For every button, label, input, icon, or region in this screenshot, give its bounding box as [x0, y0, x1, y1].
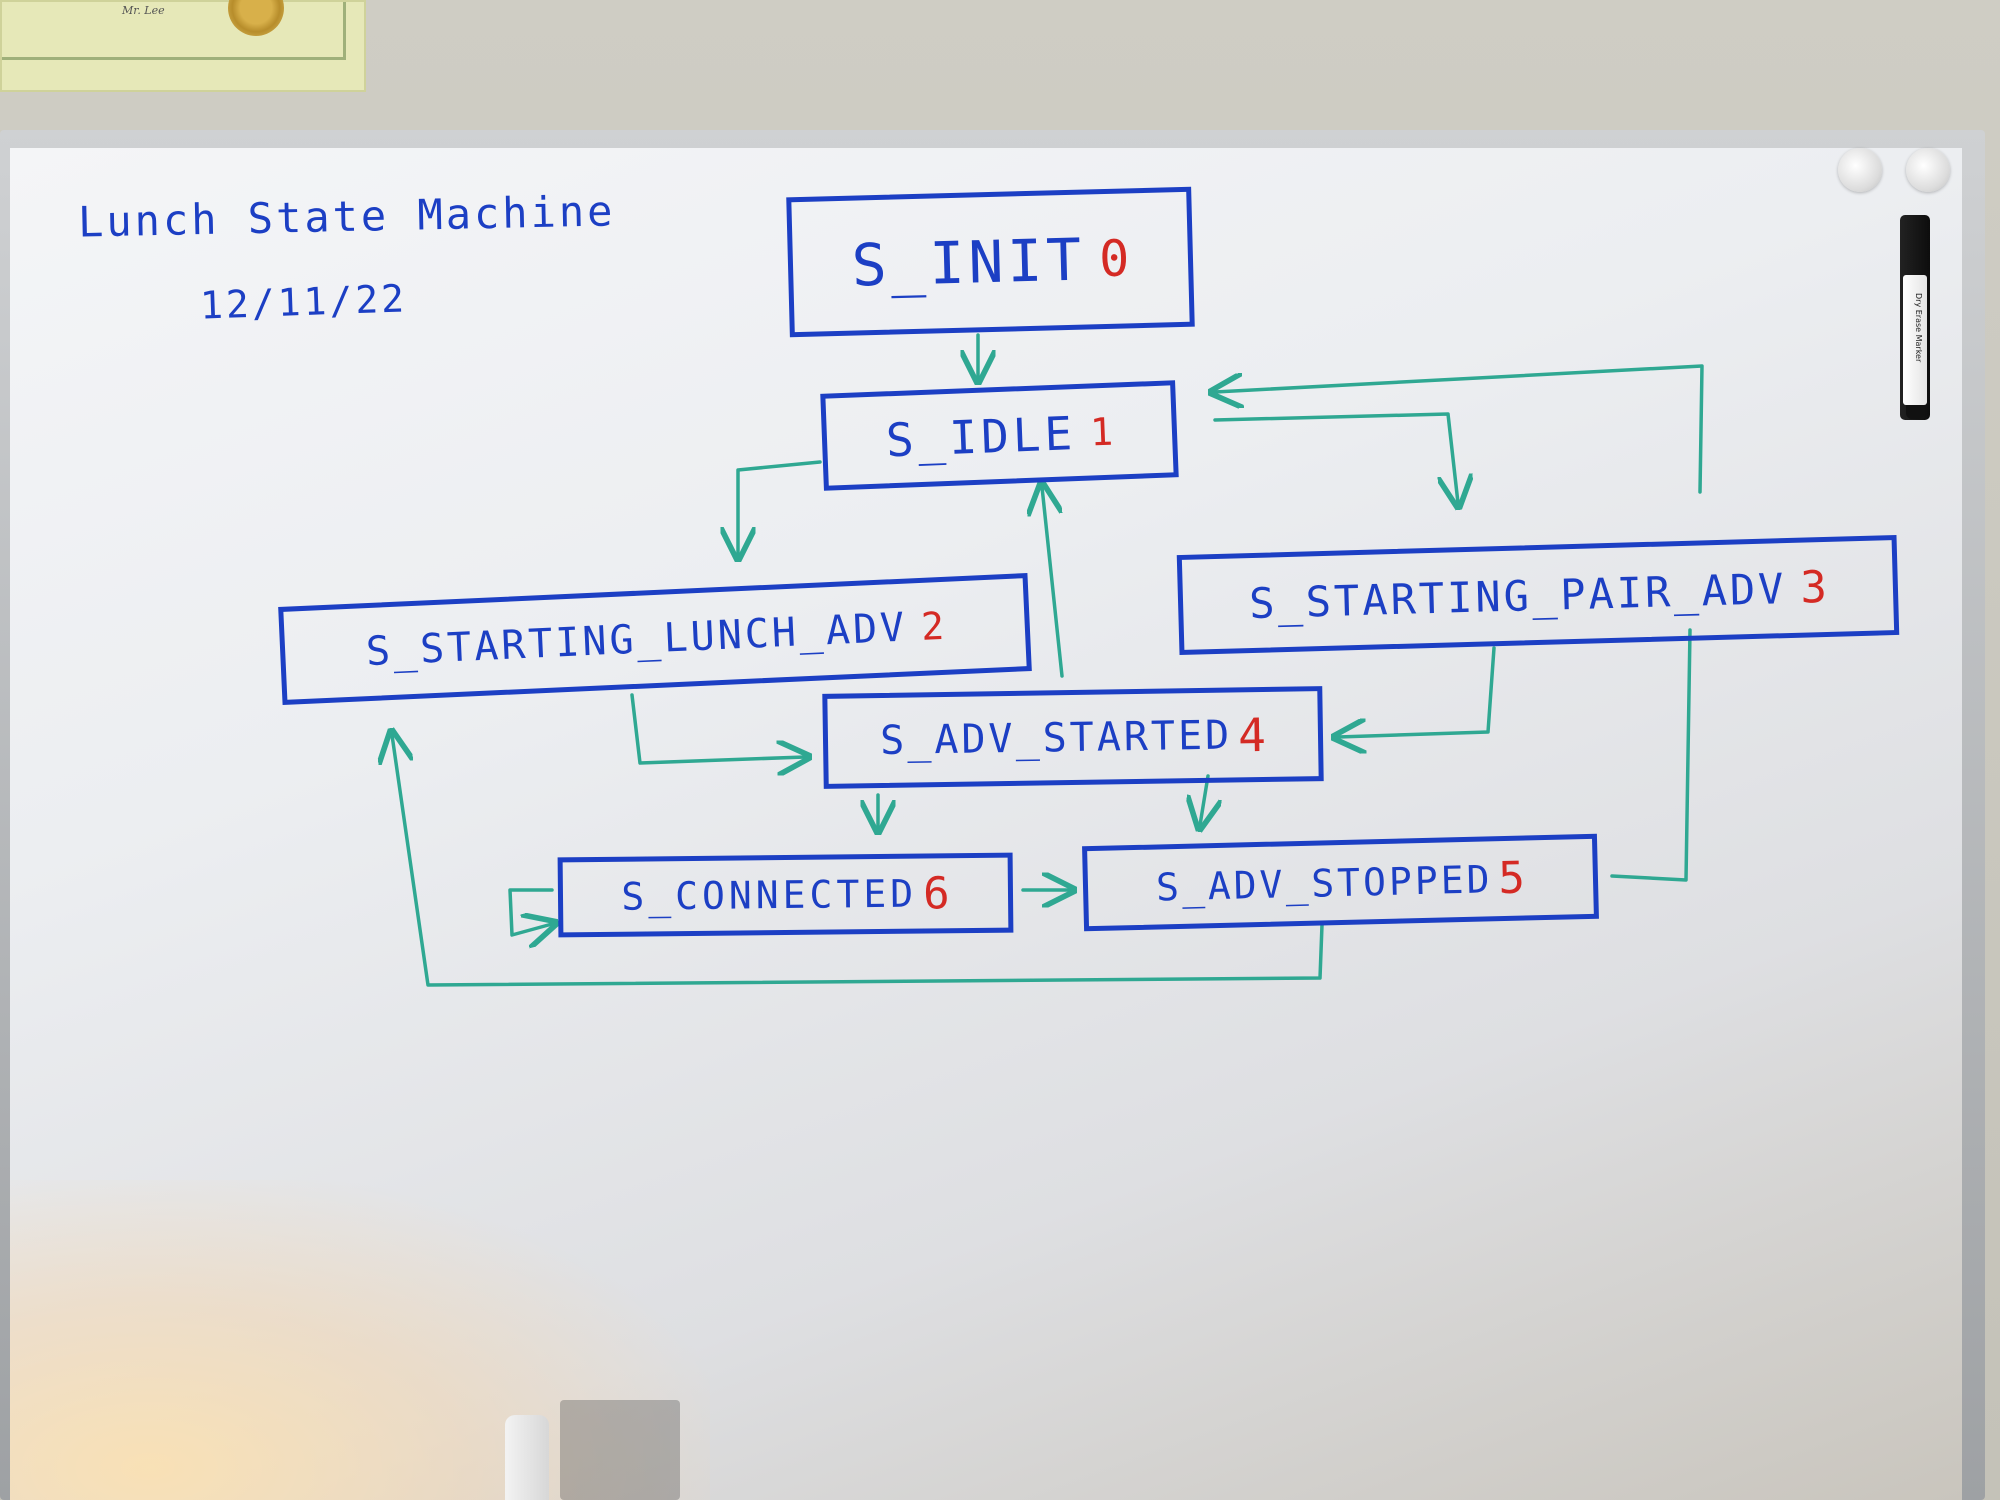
arrow-idle-to-lunch-adv [738, 460, 822, 555]
arrow-connected-self-loop [508, 888, 552, 935]
spray-bottle [505, 1415, 549, 1500]
magnet-icon [1906, 148, 1950, 192]
state-adv-stopped-number: 5 [1497, 852, 1526, 905]
state-adv-started-number: 4 [1237, 707, 1267, 762]
state-init: S_INIT 0 [786, 186, 1195, 338]
state-connected-label: S_CONNECTED [621, 871, 918, 919]
lamp-glow [10, 1180, 710, 1500]
state-idle-label: S_IDLE [885, 405, 1078, 467]
arrow-adv-stopped-to-lunch-adv [392, 735, 1324, 987]
marker-cap-icon [1906, 405, 1924, 419]
state-lunch-adv-label: S_STARTING_LUNCH_ADV [364, 604, 909, 676]
state-init-label: S_INIT [850, 225, 1087, 300]
marker-body: Dry Erase Marker [1903, 275, 1927, 405]
magnet-icon [1838, 148, 1882, 192]
state-starting-pair-adv: S_STARTING_PAIR_ADV 3 [1176, 534, 1900, 656]
state-idle: S_IDLE 1 [820, 380, 1179, 491]
state-adv-stopped: S_ADV_STOPPED 5 [1082, 833, 1599, 932]
state-adv-stopped-label: S_ADV_STOPPED [1155, 856, 1493, 910]
dry-erase-marker: Dry Erase Marker [1900, 215, 1930, 420]
arrow-adv-started-to-idle [1042, 487, 1064, 678]
state-pair-adv-number: 3 [1799, 561, 1828, 614]
arrow-pair-adv-to-idle [1215, 364, 1704, 494]
arrow-pair-adv-to-adv-started [1338, 646, 1496, 737]
certificate-border [2, 2, 346, 60]
arrow-pair-adv-to-adv-stopped [1610, 628, 1692, 882]
certificate-name: Mr. Lee [122, 4, 165, 17]
arrow-adv-started-to-adv-stopped [1200, 774, 1208, 825]
state-idle-number: 1 [1089, 409, 1114, 455]
state-pair-adv-label: S_STARTING_PAIR_ADV [1248, 563, 1788, 628]
arrow-idle-to-pair-adv [1213, 412, 1458, 503]
state-adv-started-label: S_ADV_STARTED [879, 712, 1233, 764]
state-lunch-adv-number: 2 [920, 603, 945, 649]
arrow-lunch-adv-to-adv-started [630, 693, 805, 763]
state-init-number: 0 [1098, 229, 1131, 289]
state-adv-started: S_ADV_STARTED 4 [822, 686, 1324, 789]
object-shadow [560, 1400, 680, 1500]
marker-label: Dry Erase Marker [1914, 293, 1923, 363]
framed-certificate: Mr. Lee [0, 0, 366, 92]
state-connected-number: 6 [922, 867, 950, 920]
state-connected: S_CONNECTED 6 [557, 852, 1014, 938]
